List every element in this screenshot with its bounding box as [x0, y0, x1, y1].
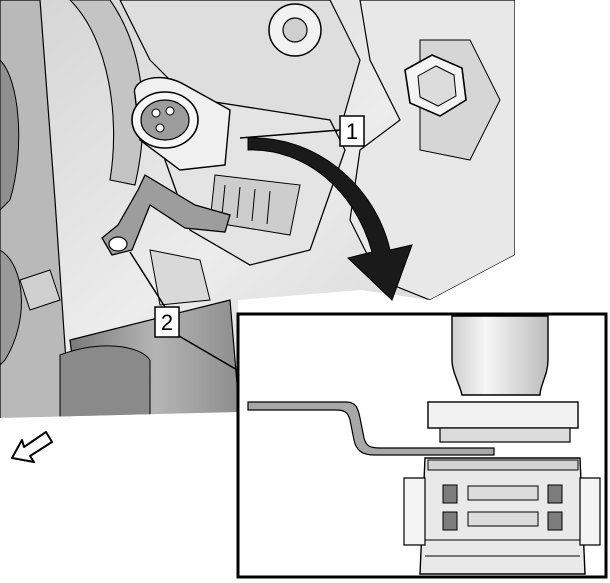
- leader-line-1: [239, 129, 341, 139]
- curved-arrow-icon: [247, 137, 413, 301]
- callout-1-label: 1: [346, 119, 358, 144]
- front-direction-arrow-icon: [11, 431, 53, 463]
- electrical-connector: [131, 76, 231, 171]
- detail-inset: [236, 312, 608, 579]
- callout-2-label: 2: [161, 310, 173, 335]
- callout-1-box: [339, 115, 365, 147]
- callout-2-box: [154, 306, 180, 338]
- hex-bolt: [404, 54, 467, 117]
- engine-view: [0, 0, 515, 418]
- callout-1: 1: [239, 115, 365, 147]
- bracket-profile: [247, 401, 495, 456]
- mounting-bracket: [101, 174, 231, 256]
- leader-line-2a: [129, 251, 166, 308]
